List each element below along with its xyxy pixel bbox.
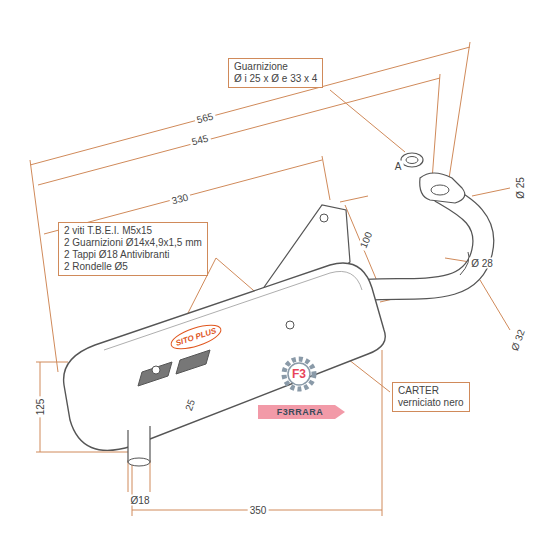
extension-line: [340, 196, 368, 202]
vent-slot: [176, 350, 210, 374]
extension-line: [128, 460, 129, 492]
pipe-weld: [460, 252, 469, 275]
dimension-value: 330: [169, 191, 192, 207]
leader-line: [472, 188, 510, 196]
note-text: CARTER: [398, 385, 464, 397]
view-letter: A: [393, 161, 404, 172]
vent-slot: [138, 362, 172, 386]
note-box: GuarnizioneØ i 25 x Ø e 33 x 4: [228, 58, 323, 88]
note-text: 2 viti T.B.E.I. M5x15: [64, 225, 202, 237]
leader-line: [330, 90, 405, 152]
watermark: F3RRARA: [277, 407, 324, 418]
brand-logo: [168, 320, 223, 353]
dimension-line: [38, 78, 440, 185]
gasket-ring: [401, 153, 423, 167]
dimension-value: Ø 32: [508, 326, 527, 354]
note-box: 2 viti T.B.E.I. M5x152 Guarnizioni Ø14x4…: [58, 222, 208, 276]
dimension-value: 565: [194, 110, 217, 126]
extension-line: [36, 452, 130, 453]
note-text: 2 Rondelle Ø5: [64, 261, 202, 273]
note-box: CARTERverniciato nero: [392, 382, 470, 412]
note-text: 2 Guarnizioni Ø14x4,9x1,5 mm: [64, 237, 202, 249]
muffler-body: [64, 263, 386, 450]
exhaust-flange: [420, 173, 465, 203]
gasket-hole: [406, 157, 418, 164]
flange-port: [431, 185, 449, 195]
extension-line: [132, 462, 133, 516]
dimension-value: 545: [189, 132, 212, 148]
watermark-arrow: [258, 405, 345, 419]
dimension-value: 350: [248, 505, 269, 516]
tail-opening: [128, 458, 150, 466]
note-text: Guarnizione: [234, 61, 317, 73]
extension-line: [150, 460, 151, 492]
dimension-value: Ø 28: [469, 258, 495, 269]
extension-line: [322, 156, 330, 200]
note-text: Ø i 25 x Ø e 33 x 4: [234, 73, 317, 85]
watermark: F3: [292, 369, 306, 380]
bracket-hole: [320, 214, 328, 222]
watermark-gear: [284, 359, 314, 389]
extension-line: [382, 350, 383, 516]
screw: [152, 366, 160, 374]
note-text: verniciato nero: [398, 397, 464, 409]
dimension-value: 125: [35, 397, 46, 418]
watermark-gear: [288, 363, 310, 385]
dimension-value: Ø 25: [515, 175, 526, 201]
extension-line: [448, 42, 470, 185]
note-text: 2 Tappi Ø18 Antivibranti: [64, 249, 202, 261]
dimension-line: [30, 47, 470, 165]
leader-line: [480, 280, 510, 330]
extension-line: [36, 362, 68, 363]
muffler-seam: [104, 271, 362, 350]
screw: [286, 321, 294, 329]
extension-line: [432, 74, 440, 180]
dimension-value: 100: [357, 228, 375, 251]
extension-line: [30, 160, 58, 372]
dimension-value: Ø18: [129, 495, 152, 506]
tail-pipe: [128, 426, 150, 465]
